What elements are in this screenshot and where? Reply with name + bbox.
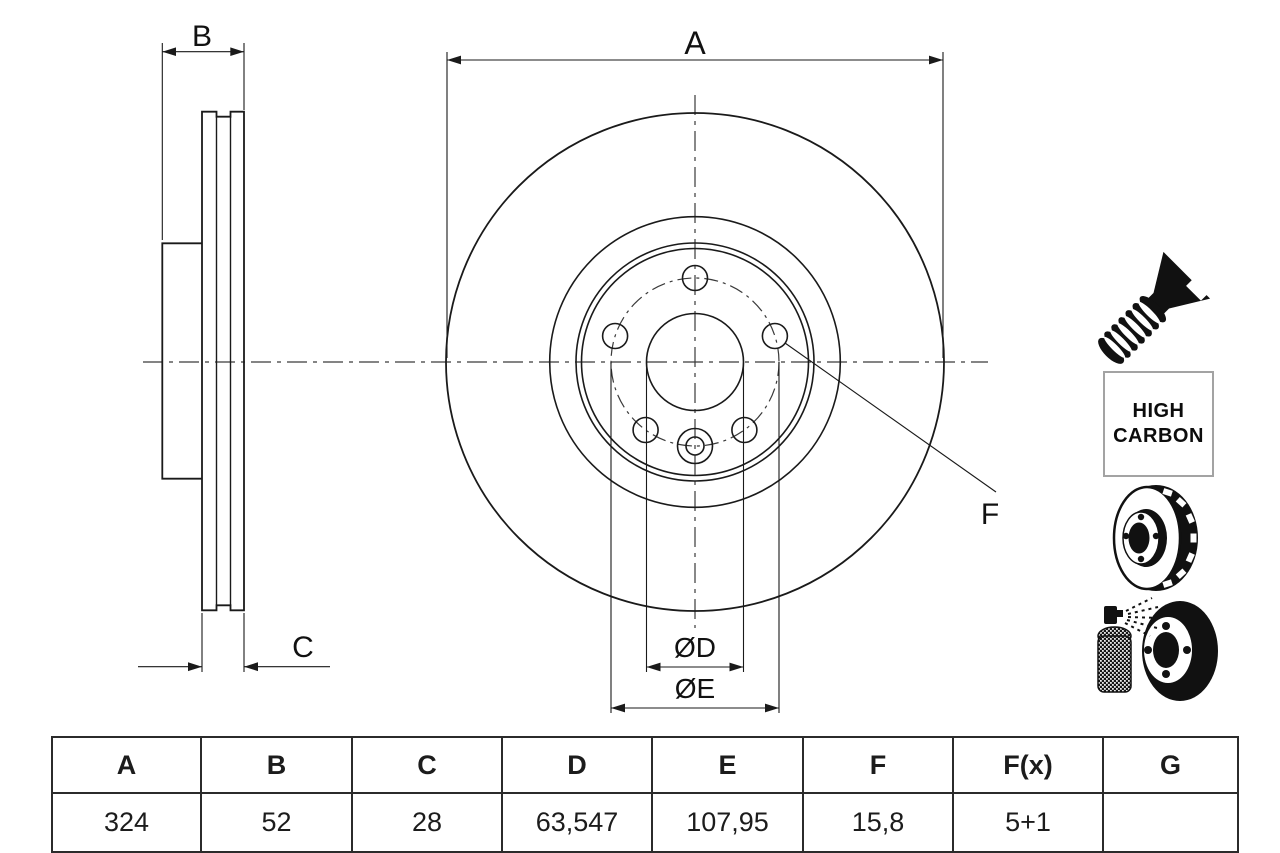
dim-label-c: C <box>292 631 314 664</box>
coating-spray-icon <box>1097 597 1218 701</box>
bolt-hole <box>681 264 709 292</box>
table-value-cell: 63,547 <box>501 792 653 853</box>
countersunk-screw-icon <box>1098 251 1211 364</box>
dimension-table: A B C D E F F(x) G 324 52 28 63,547 107,… <box>51 736 1239 853</box>
alignment-hole-inner <box>685 436 705 456</box>
table-value-cell: 52 <box>200 792 353 853</box>
table-header-cell: G <box>1102 736 1239 794</box>
table-header-cell: D <box>501 736 653 794</box>
high-carbon-line2: CARBON <box>1113 425 1204 447</box>
dim-label-d: ØD <box>674 632 716 663</box>
high-carbon-line1: HIGH <box>1132 400 1185 422</box>
table-value-cell <box>1102 792 1239 853</box>
center-lines <box>143 95 988 628</box>
bolt-hole <box>731 416 758 444</box>
bolt-hole <box>761 322 789 350</box>
friction-inner-circle <box>548 215 842 509</box>
dimension-B: B <box>161 20 245 240</box>
table-header-cell: B <box>200 736 353 794</box>
bolt-hole <box>601 322 629 350</box>
dimension-E: ØE <box>610 362 780 713</box>
disc-side-view <box>161 110 245 612</box>
vent-slots <box>1162 488 1197 588</box>
hat-outline <box>161 242 202 480</box>
high-carbon-badge: HIGH CARBON <box>1103 371 1214 477</box>
dim-label-e: ØE <box>675 673 715 704</box>
dim-label-b: B <box>192 20 212 53</box>
dimension-D: ØD <box>645 362 745 672</box>
bolt-hole <box>632 416 659 444</box>
table-value-cell: 15,8 <box>802 792 954 853</box>
table-value-cell: 107,95 <box>651 792 804 853</box>
alignment-hole-outer <box>676 427 714 465</box>
table-header-cell: E <box>651 736 804 794</box>
table-value-cell: 5+1 <box>952 792 1104 853</box>
hub-flange-chamfer-circle <box>580 247 810 477</box>
table-header-cell: F(x) <box>952 736 1104 794</box>
table-value-cell: 28 <box>351 792 503 853</box>
dim-label-f: F <box>981 498 999 531</box>
table-header-cell: F <box>802 736 954 794</box>
dim-label-a: A <box>684 25 706 61</box>
dimension-A: A <box>446 25 944 358</box>
technical-drawing-canvas: B C <box>138 20 1218 713</box>
outer-diameter-circle <box>445 112 945 612</box>
spray-mist <box>1124 597 1161 637</box>
table-header-cell: C <box>351 736 503 794</box>
table-value-row: 324 52 28 63,547 107,95 15,8 5+1 <box>51 792 1239 853</box>
table-value-cell: 324 <box>51 792 202 853</box>
dimension-C: C <box>138 613 330 672</box>
hub-flange-circle <box>575 242 815 482</box>
table-header-row: A B C D E F F(x) G <box>51 736 1239 794</box>
friction-ring-outline <box>201 110 245 612</box>
table-header-cell: A <box>51 736 202 794</box>
vented-brake-disc-icon <box>1112 485 1198 591</box>
dimension-F: F <box>784 342 999 531</box>
